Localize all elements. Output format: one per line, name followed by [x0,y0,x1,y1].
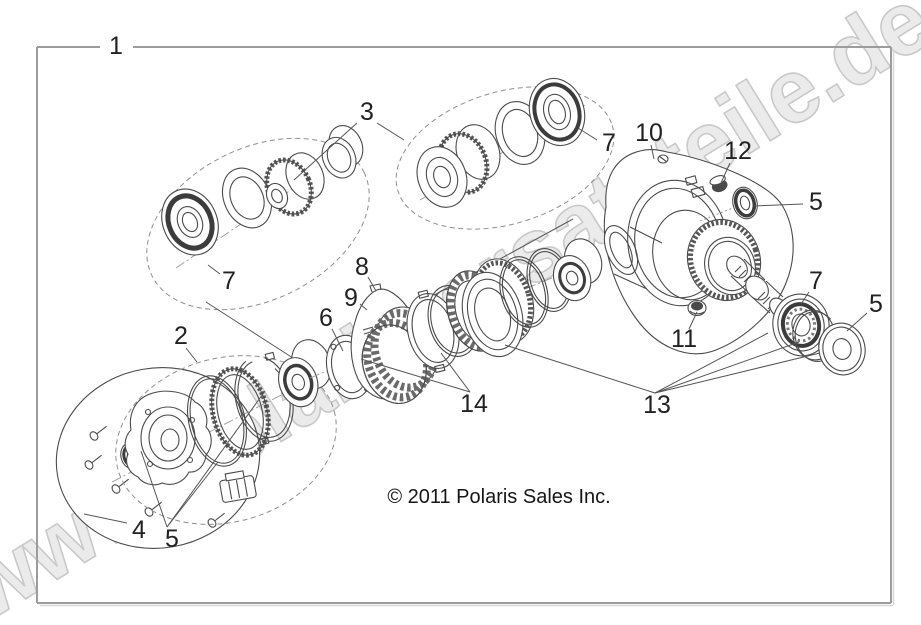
leader-line-5 [166,390,266,528]
part-gearcase-housing [603,149,794,355]
leader-line-9 [359,303,368,311]
leader-line-14 [360,358,471,393]
assembly-border [36,46,895,607]
callout-14: 14 [460,390,488,418]
leader-line-3 [293,122,358,181]
callout-8: 8 [355,253,369,281]
callout-3: 3 [360,98,374,126]
leader-line-12 [720,162,731,184]
kit-line-left [205,301,297,361]
part-drain-plug [687,299,707,317]
part-o-ring-cover [187,375,247,467]
callout-5: 5 [165,525,179,553]
leader-line-6 [331,328,344,352]
callout-1: 1 [109,32,123,60]
part-clutch-ring-gear [461,258,535,358]
callout-6: 6 [319,304,333,332]
leader-line-13 [654,352,821,394]
callout-7: 7 [809,267,823,295]
callout-7: 7 [222,267,236,295]
leader-line-7 [800,291,810,305]
leader-line-5 [140,450,168,528]
part-gear-top [416,124,501,208]
callout-7: 7 [602,129,616,157]
group-gear-kit-top [395,77,615,230]
leader-line-8 [367,276,377,292]
leader-line-11 [688,311,698,330]
callout-12: 12 [724,137,752,165]
leader-line-5 [846,312,868,332]
leader-line-5 [166,461,219,528]
leader-line-4 [83,513,128,524]
leader-line-3 [376,122,405,141]
leader-line-13 [654,332,769,394]
part-connector [219,470,257,503]
leader-line-7 [577,127,598,141]
callout-4: 4 [132,516,146,544]
group-output-shaft [726,255,866,376]
leader-line-2 [185,347,198,363]
copyright-text: © 2011 Polaris Sales Inc. [387,486,610,508]
part-ribbed-ring [209,366,271,458]
part-washer [818,322,866,376]
callout-2: 2 [174,322,188,350]
part-hub-bearing [278,339,332,408]
housing-top-bolt [657,154,669,164]
part-output-hub [552,238,603,302]
callout-9: 9 [344,284,358,312]
leader-line-13 [504,344,656,394]
leader-line-13 [654,341,800,394]
part-o-ring-1 [499,256,549,328]
group-gear-kit-left [146,125,370,311]
callout-10: 10 [635,119,663,147]
leader-line-10 [650,144,655,160]
artwork [55,77,866,549]
part-spacer-left [321,125,364,179]
callout-11: 11 [671,325,697,353]
leader-line-14 [440,352,471,393]
leader-line-5 [753,203,804,207]
callout-5: 5 [809,188,823,216]
callout-5: 5 [869,290,883,318]
part-bearing-top [528,77,586,147]
callout-13: 13 [643,391,671,419]
part-housing-seal [732,186,758,220]
leader-line-7 [207,264,221,275]
part-washer-left [221,167,273,229]
part-gear-left [264,152,325,217]
part-bearing-left [161,188,219,256]
part-output-bearing [772,293,830,357]
